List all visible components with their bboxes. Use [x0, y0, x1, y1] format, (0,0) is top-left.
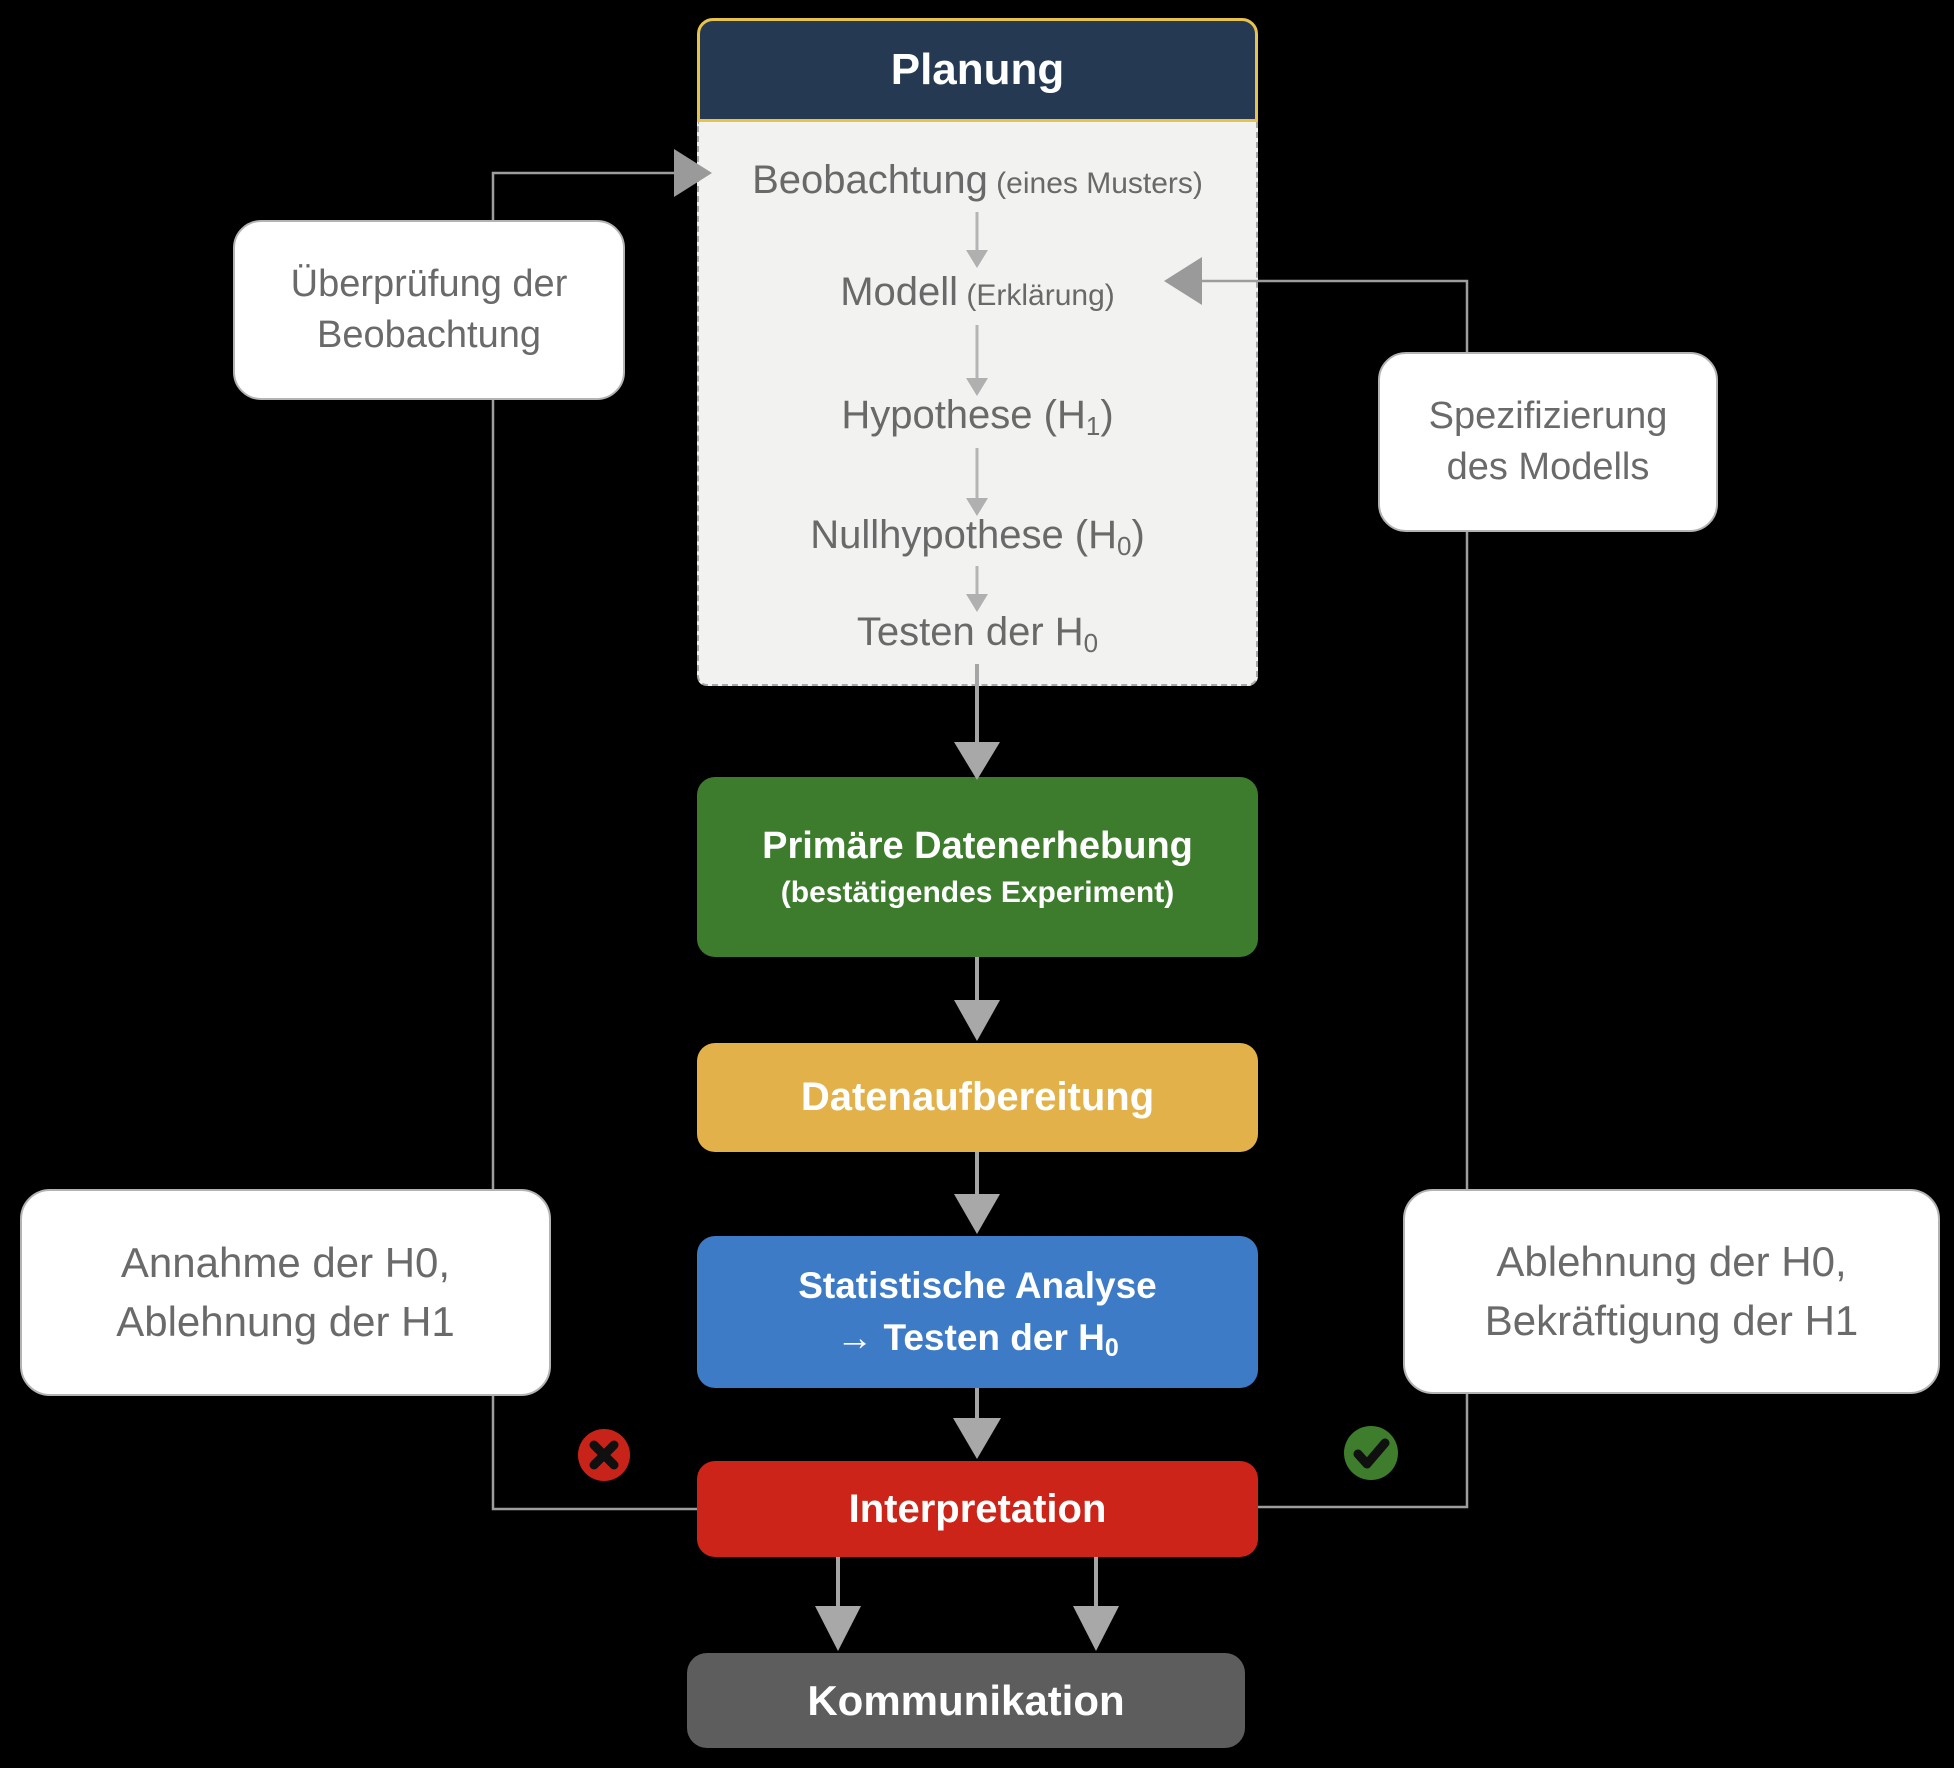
interpretation-label: Interpretation [848, 1486, 1107, 1531]
step-nullhypothese: Nullhypothese (H0) [810, 513, 1145, 561]
primary-data-collection-subtitle: (bestätigendes Experiment) [780, 875, 1175, 909]
statistical-analysis-box: Statistische Analyse → Testen der H0 [697, 1236, 1258, 1388]
callout-ueberpruefung: Überprüfung der Beobachtung [233, 220, 625, 400]
interpretation-box: Interpretation [697, 1461, 1258, 1557]
step-testen-h0: Testen der H0 [856, 610, 1099, 658]
callout-annahme-h0-line1: Annahme der H0, [120, 1238, 451, 1286]
callout-annahme-h0: Annahme der H0, Ablehnung der H1 [20, 1189, 551, 1396]
data-preparation-box: Datenaufbereitung [697, 1043, 1258, 1152]
reject-x-icon [576, 1427, 632, 1483]
callout-ablehnung-h0-line1: Ablehnung der H0, [1496, 1237, 1847, 1285]
callout-spezifizierung: Spezifizierung des Modells [1378, 352, 1718, 532]
step-modell: Modell (Erklärung) [840, 270, 1115, 314]
communication-box: Kommunikation [687, 1653, 1245, 1748]
callout-spezifizierung-line1: Spezifizierung [1428, 394, 1668, 437]
step-beobachtung: Beobachtung (eines Musters) [752, 158, 1203, 202]
callout-ablehnung-h0-line2: Bekräftigung der H1 [1484, 1296, 1859, 1344]
statistical-analysis-subtitle: → Testen der H0 [836, 1317, 1119, 1362]
accept-check-icon [1343, 1425, 1399, 1481]
callout-ueberpruefung-line1: Überprüfung der [290, 262, 568, 305]
planung-panel: Beobachtung (eines Musters) Modell (Erkl… [697, 122, 1258, 686]
primary-data-collection-box: Primäre Datenerhebung (bestätigendes Exp… [697, 777, 1258, 957]
planung-header: Planung [697, 18, 1258, 122]
data-preparation-label: Datenaufbereitung [800, 1075, 1155, 1119]
callout-spezifizierung-line2: des Modells [1446, 446, 1650, 488]
communication-label: Kommunikation [807, 1676, 1125, 1724]
step-hypothese: Hypothese (H1) [841, 393, 1114, 441]
planung-title: Planung [890, 45, 1065, 94]
callout-ueberpruefung-line2: Beobachtung [317, 314, 541, 356]
statistical-analysis-label: Statistische Analyse [798, 1265, 1157, 1307]
primary-data-collection-label: Primäre Datenerhebung [762, 824, 1193, 867]
callout-annahme-h0-line2: Ablehnung der H1 [116, 1297, 455, 1345]
callout-ablehnung-h0: Ablehnung der H0, Bekräftigung der H1 [1403, 1189, 1940, 1394]
